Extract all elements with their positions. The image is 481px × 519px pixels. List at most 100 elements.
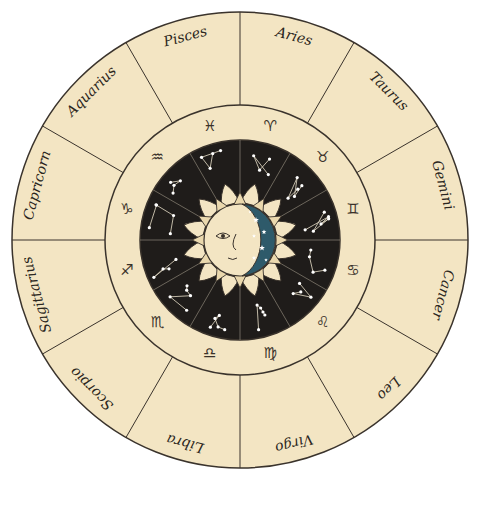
star-dot bbox=[298, 282, 301, 285]
disk-divider bbox=[263, 153, 291, 201]
disk-divider bbox=[153, 263, 201, 291]
constellation-line bbox=[305, 212, 329, 231]
sector-divider bbox=[375, 240, 468, 241]
sign-symbol: ♋ bbox=[346, 263, 359, 278]
star-dot bbox=[308, 255, 311, 258]
sign-symbol: ♍ bbox=[264, 346, 277, 361]
star-dot bbox=[300, 184, 303, 187]
star-dot bbox=[148, 226, 151, 229]
sign-symbol: ♑ bbox=[120, 202, 133, 217]
sign-symbol: ♉ bbox=[316, 150, 329, 165]
star-dot bbox=[292, 292, 295, 295]
star-dot bbox=[323, 269, 326, 272]
star-dot bbox=[152, 276, 155, 279]
moon-star bbox=[252, 234, 256, 238]
face-pupil bbox=[221, 234, 225, 238]
star-dot bbox=[261, 310, 264, 313]
star-dot bbox=[255, 303, 258, 306]
star-dot bbox=[286, 197, 289, 200]
star-dot bbox=[296, 188, 299, 191]
star-dot bbox=[171, 191, 174, 194]
constellation-line bbox=[154, 259, 176, 277]
disk-divider bbox=[263, 279, 291, 327]
star-dot bbox=[209, 167, 212, 170]
sign-name: Scorpio bbox=[67, 365, 115, 413]
star-dot bbox=[304, 228, 307, 231]
constellation-line bbox=[254, 156, 270, 175]
constellation-line bbox=[149, 205, 173, 234]
star-dot bbox=[296, 176, 299, 179]
wheel-art bbox=[12, 12, 468, 468]
moon-star bbox=[259, 245, 265, 250]
sector-divider bbox=[357, 126, 438, 173]
disk-divider bbox=[279, 263, 327, 291]
constellations bbox=[148, 149, 331, 331]
star-dot bbox=[172, 184, 175, 187]
star-dot bbox=[257, 328, 260, 331]
sector-divider bbox=[126, 43, 173, 124]
star-dot bbox=[327, 217, 330, 220]
star-dot bbox=[211, 152, 214, 155]
star-dot bbox=[169, 232, 172, 235]
face-eye bbox=[216, 233, 230, 239]
constellation-line bbox=[170, 286, 190, 310]
star-dot bbox=[185, 284, 188, 287]
sign-name: Cancer bbox=[430, 268, 457, 321]
star-dot bbox=[263, 313, 266, 316]
star-dot bbox=[161, 267, 164, 270]
moon-star bbox=[252, 256, 256, 260]
star-dot bbox=[312, 230, 315, 233]
disk-divider bbox=[240, 140, 241, 195]
moon-star bbox=[253, 217, 259, 222]
sign-name: Capricorn bbox=[20, 149, 52, 221]
star-dot bbox=[309, 296, 312, 299]
star-dot bbox=[293, 195, 296, 198]
constellation-line bbox=[309, 250, 324, 272]
star-dot bbox=[223, 328, 226, 331]
star-dot bbox=[258, 169, 261, 172]
sector-divider bbox=[12, 240, 105, 241]
sign-name: Pisces bbox=[162, 24, 209, 49]
sign-name: Libra bbox=[165, 432, 205, 455]
star-dot bbox=[200, 156, 203, 159]
star-dot bbox=[209, 326, 212, 329]
star-dot bbox=[174, 258, 177, 261]
sign-symbol: ♊ bbox=[346, 202, 359, 217]
star-dot bbox=[213, 317, 216, 320]
star-dot bbox=[323, 211, 326, 214]
sign-symbol: ♈ bbox=[264, 119, 277, 134]
sign-symbol: ♎ bbox=[203, 346, 216, 361]
star-dot bbox=[172, 214, 175, 217]
constellation-line bbox=[210, 315, 224, 329]
star-dot bbox=[185, 289, 188, 292]
constellation-line bbox=[293, 283, 311, 297]
star-dot bbox=[309, 248, 312, 251]
face-line bbox=[228, 234, 237, 260]
sector-divider bbox=[43, 308, 124, 355]
sign-symbol: ♒ bbox=[151, 150, 164, 165]
constellation-line bbox=[202, 151, 221, 169]
moon-crescent bbox=[242, 204, 275, 276]
disk-divider bbox=[153, 190, 201, 218]
star-dot bbox=[218, 314, 221, 317]
sign-symbol: ♏ bbox=[151, 315, 164, 330]
star-dot bbox=[169, 181, 172, 184]
sign-name: Aries bbox=[275, 25, 314, 48]
disk-divider bbox=[279, 190, 327, 218]
sign-name: Sagittarius bbox=[19, 255, 53, 334]
star-dot bbox=[179, 179, 182, 182]
star-dot bbox=[252, 154, 255, 157]
star-dot bbox=[219, 149, 222, 152]
sector-divider bbox=[357, 308, 438, 355]
sign-symbol: ♓ bbox=[203, 119, 216, 134]
sector-divider bbox=[308, 357, 355, 438]
moon-star bbox=[264, 258, 267, 261]
sun-moon bbox=[184, 184, 296, 296]
disk-divider bbox=[140, 240, 195, 241]
moon-star bbox=[248, 210, 251, 213]
star-dot bbox=[259, 306, 262, 309]
sector-divider bbox=[43, 126, 124, 173]
star-dot bbox=[267, 173, 270, 176]
night-disk bbox=[140, 140, 340, 340]
